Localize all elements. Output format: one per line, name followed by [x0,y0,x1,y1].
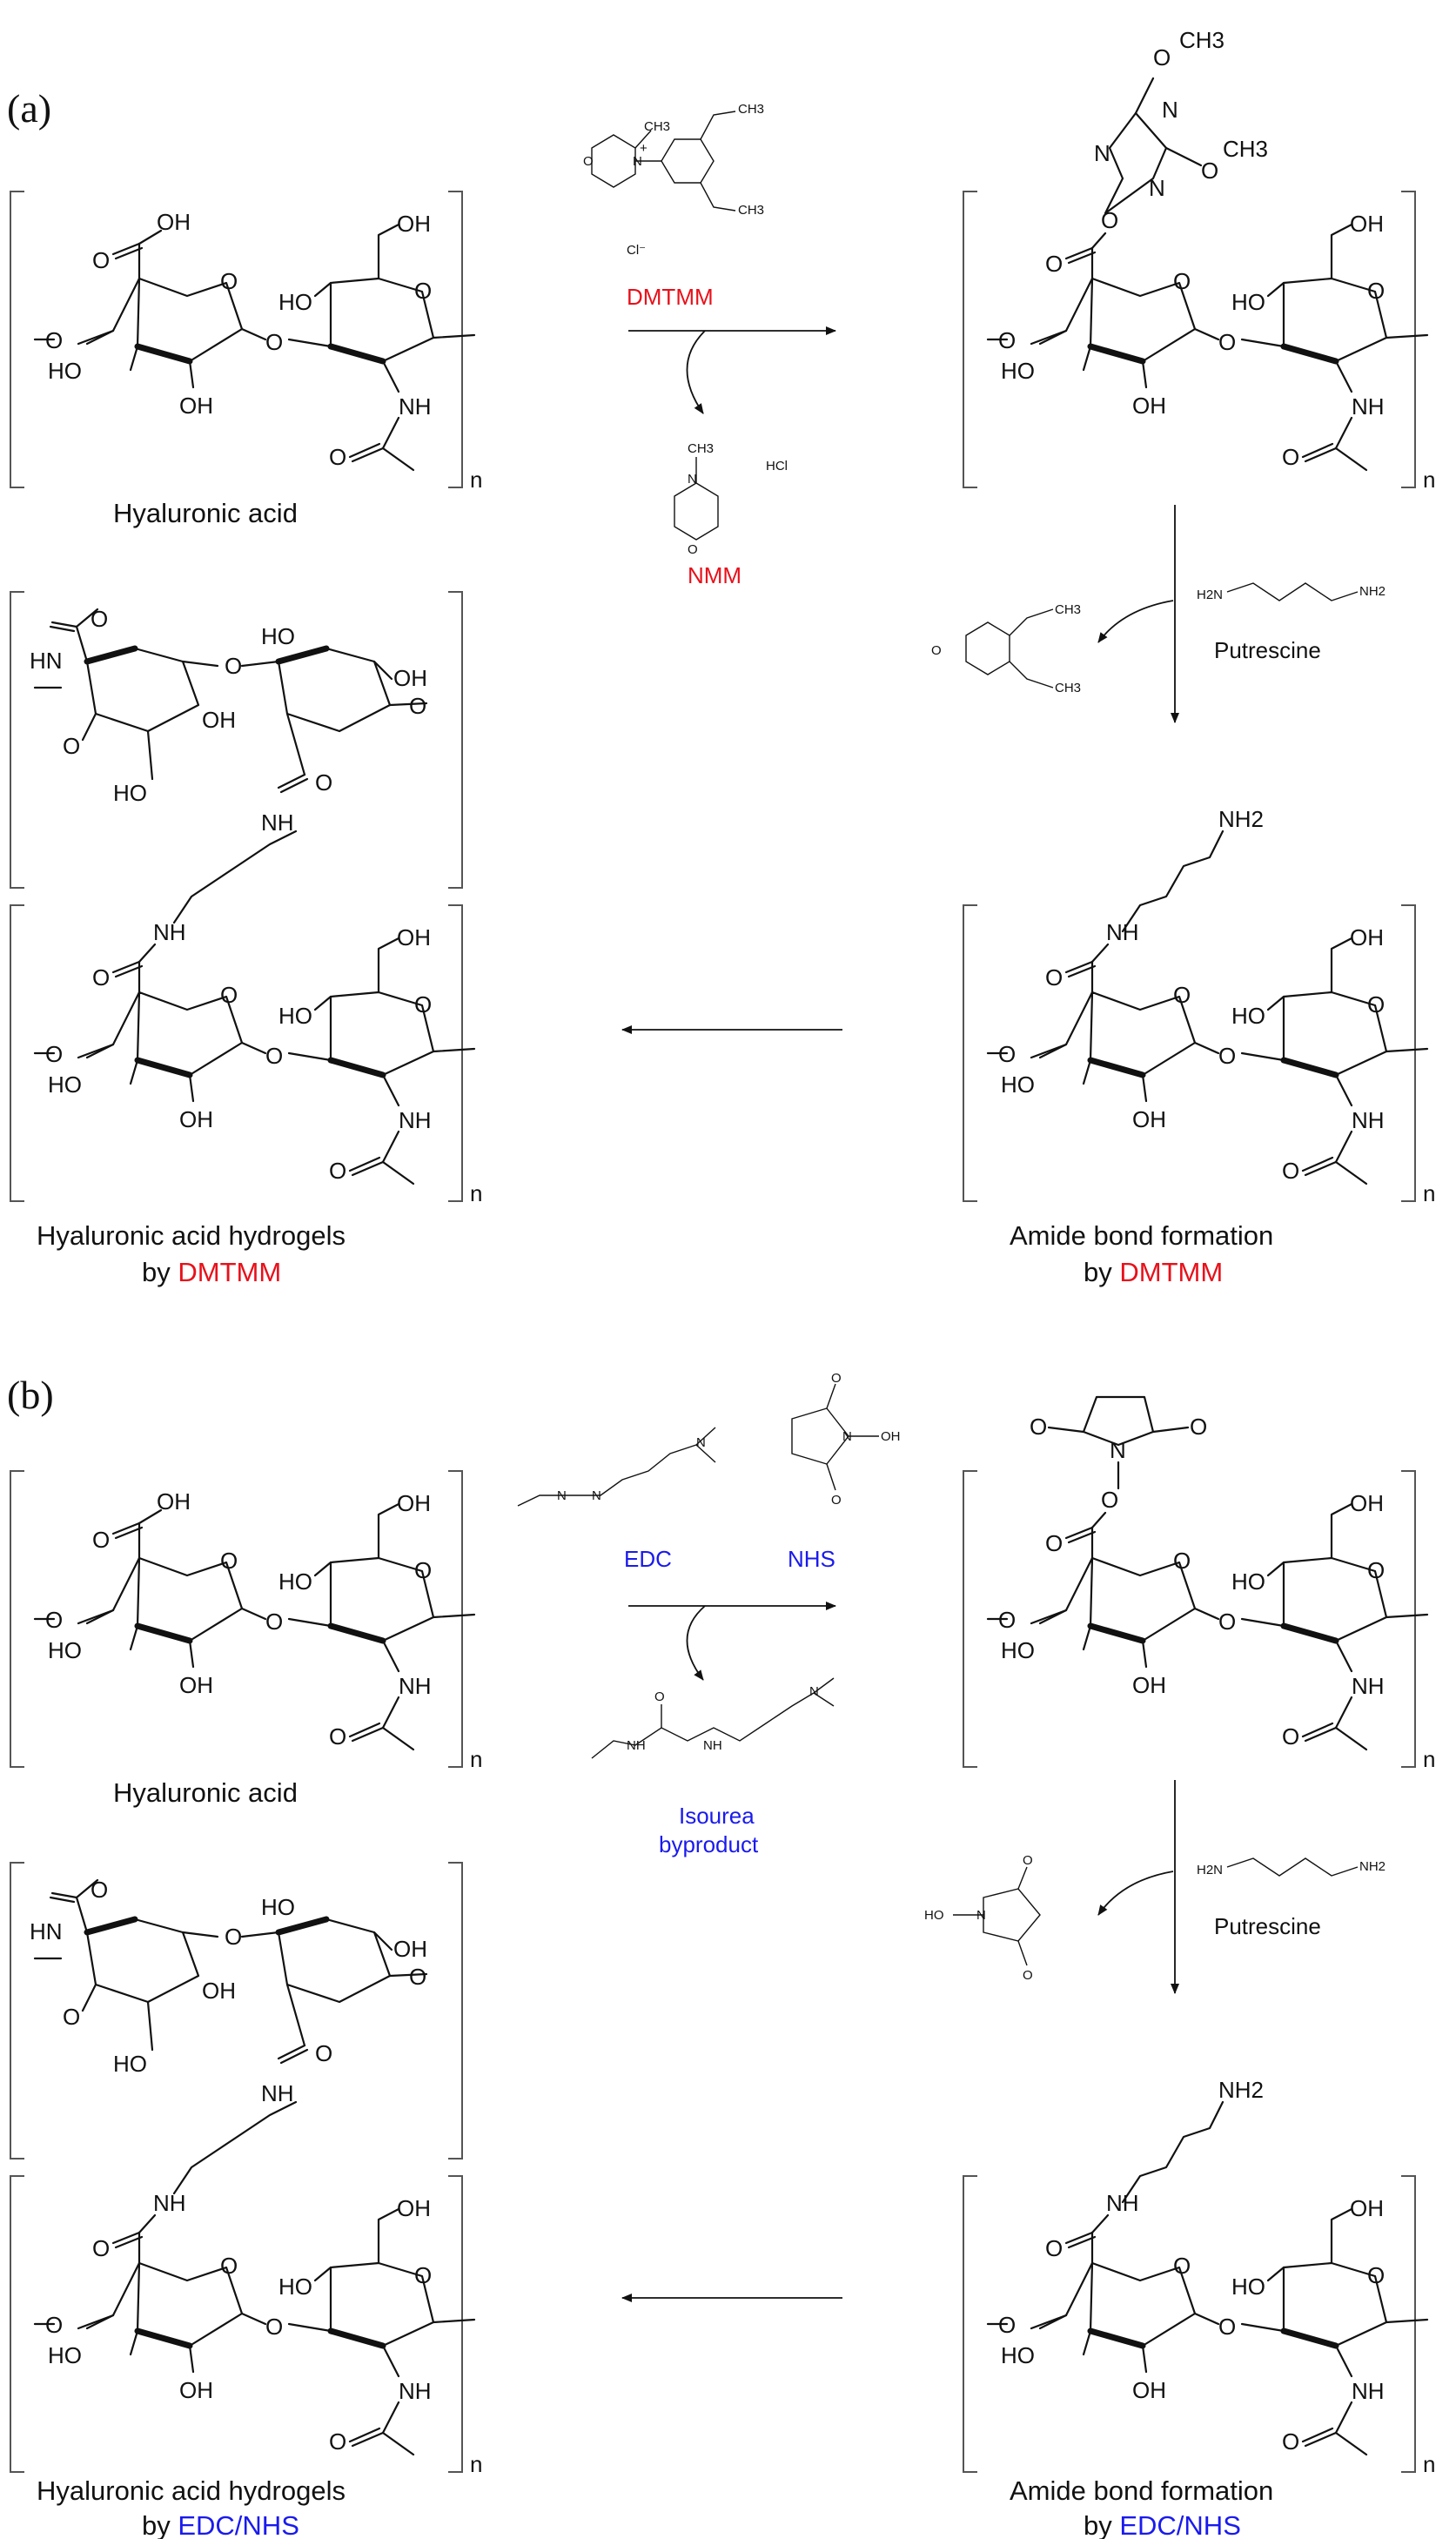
atom-nh: NH [703,1738,722,1753]
atom-n: N [1094,140,1110,166]
caption-hyaluronic-acid: Hyaluronic acid [113,498,298,528]
atom-o: O [1023,1853,1033,1868]
caption-amide-line1: Amide bond formation [1010,1220,1273,1251]
repeat-n: n [1423,2451,1435,2477]
amine-putrescine-b: Putrescine [1214,1913,1321,1939]
atom-ch3: CH3 [1179,27,1225,53]
atom-n: N [1162,97,1178,123]
nhs-leaving-structure: O O N HO [924,1853,1041,1983]
repeat-n: n [1423,1746,1435,1772]
leaving-group-arrow [1097,600,1174,643]
repeat-n: n [1423,1180,1435,1206]
atom-o: O [831,1493,842,1508]
panel-b: (b) n Hyaluronic acid N N N EDC O O N [7,1371,1435,2539]
repeat-n: n [470,1746,482,1772]
atom-n: N [1149,175,1165,201]
atom-ch3: CH3 [644,119,670,134]
atom-ch3: CH3 [1055,681,1081,695]
leaving-group-arrow-b [1097,1871,1174,1916]
edc-structure: N N N [517,1427,716,1507]
atom-ch3: CH3 [1055,602,1081,617]
atom-plus: + [640,141,647,156]
atom-h2n: H2N [1197,1863,1223,1877]
caption-hydrogel-b-line2: by EDC/NHS [142,2510,299,2539]
nhs-structure: O O N OH [791,1371,901,1508]
atom-o: O [1153,44,1171,71]
atom-o: O [831,1371,842,1386]
atom-n: N [842,1429,852,1444]
byproduct-nmm: NMM [688,562,741,588]
repeat-n: n [470,1180,482,1206]
atom-o: O [931,643,942,658]
atom-o: O [654,1689,665,1704]
atom-n: N [557,1488,567,1503]
atom-ch3: CH3 [738,203,764,218]
caption-amide-b-line2: by EDC/NHS [1084,2510,1241,2539]
repeat-n: n [470,467,482,493]
hydrogel-structure-b: n [10,1862,482,2477]
atom-o: O [1201,158,1218,184]
atom-nh2: NH2 [1359,1859,1386,1874]
atom-nh2: NH2 [1359,584,1386,599]
repeat-n: n [1423,467,1435,493]
isourea-structure: NH O NH N [591,1677,835,1759]
atom-n: N [976,1908,986,1923]
hydrogel-structure: n [10,591,482,1206]
atom-o: O [1190,1414,1207,1440]
byproduct-arrow-b [686,1605,706,1681]
atom-n: N [809,1684,819,1699]
caption-hydrogel-line2: by DMTMM [142,1257,281,1287]
byproduct-isourea-line2: byproduct [659,1831,759,1857]
atom-ch3: CH3 [688,441,714,456]
atom-n: N [696,1435,706,1450]
atom-ch3: CH3 [738,102,764,117]
nmm-structure: N O CH3 HCl [674,441,788,557]
atom-nh: NH [627,1738,646,1753]
atom-n: N [592,1488,601,1503]
reagent-edc: EDC [624,1546,672,1572]
caption-hydrogel-line1: Hyaluronic acid hydrogels [37,1220,346,1251]
atom-o: O [583,154,594,169]
caption-amide-b-line1: Amide bond formation [1010,2475,1273,2506]
amide-intermediate-structure-b: NH2 n [963,2077,1435,2477]
hyaluronic-acid-structure: n [10,191,482,493]
amine-putrescine: Putrescine [1214,637,1321,663]
reagent-nhs: NHS [788,1546,835,1572]
putrescine-structure-b: H2N NH2 [1197,1857,1386,1877]
panel-label-b: (b) [7,1373,54,1417]
atom-n: N [633,154,642,169]
atom-nh2: NH2 [1218,806,1264,832]
hyaluronic-acid-structure-b: n [10,1470,482,1772]
atom-cl: Cl⁻ [627,243,646,258]
repeat-n: n [470,2451,482,2477]
atom-n: N [1110,1437,1126,1463]
dmt-oh-structure: O CH3 CH3 [931,602,1081,695]
nhs-ester-structure: N O O n [963,1395,1435,1772]
atom-ho: HO [924,1908,944,1923]
panel-label-a: (a) [7,86,51,131]
atom-nh2: NH2 [1218,2077,1264,2103]
activated-ester-structure: n O CH3 O CH3 N N N [963,27,1435,493]
atom-oh: OH [881,1429,901,1444]
caption-hydrogel-b-line1: Hyaluronic acid hydrogels [37,2475,346,2506]
caption-hyaluronic-acid-b: Hyaluronic acid [113,1777,298,1808]
atom-h2n: H2N [1197,588,1223,602]
byproduct-isourea-line1: Isourea [679,1803,755,1829]
putrescine-structure: H2N NH2 [1197,582,1386,602]
panel-a: (a) n Hyaluronic acid O N + CH3 CH3 CH3 … [7,27,1435,1287]
dmtmm-structure: O N + CH3 CH3 CH3 Cl⁻ [583,102,764,258]
atom-o: O [688,542,698,557]
atom-ch3: CH3 [1223,136,1268,162]
caption-amide-line2: by DMTMM [1084,1257,1223,1287]
atom-n: N [688,472,697,487]
atom-o: O [1023,1968,1033,1983]
reagent-dmtmm: DMTMM [627,284,714,310]
byproduct-arrow [686,330,706,414]
atom-o: O [1030,1414,1047,1440]
atom-hcl: HCl [766,459,788,474]
amide-intermediate-structure: NH2 n [963,806,1435,1206]
